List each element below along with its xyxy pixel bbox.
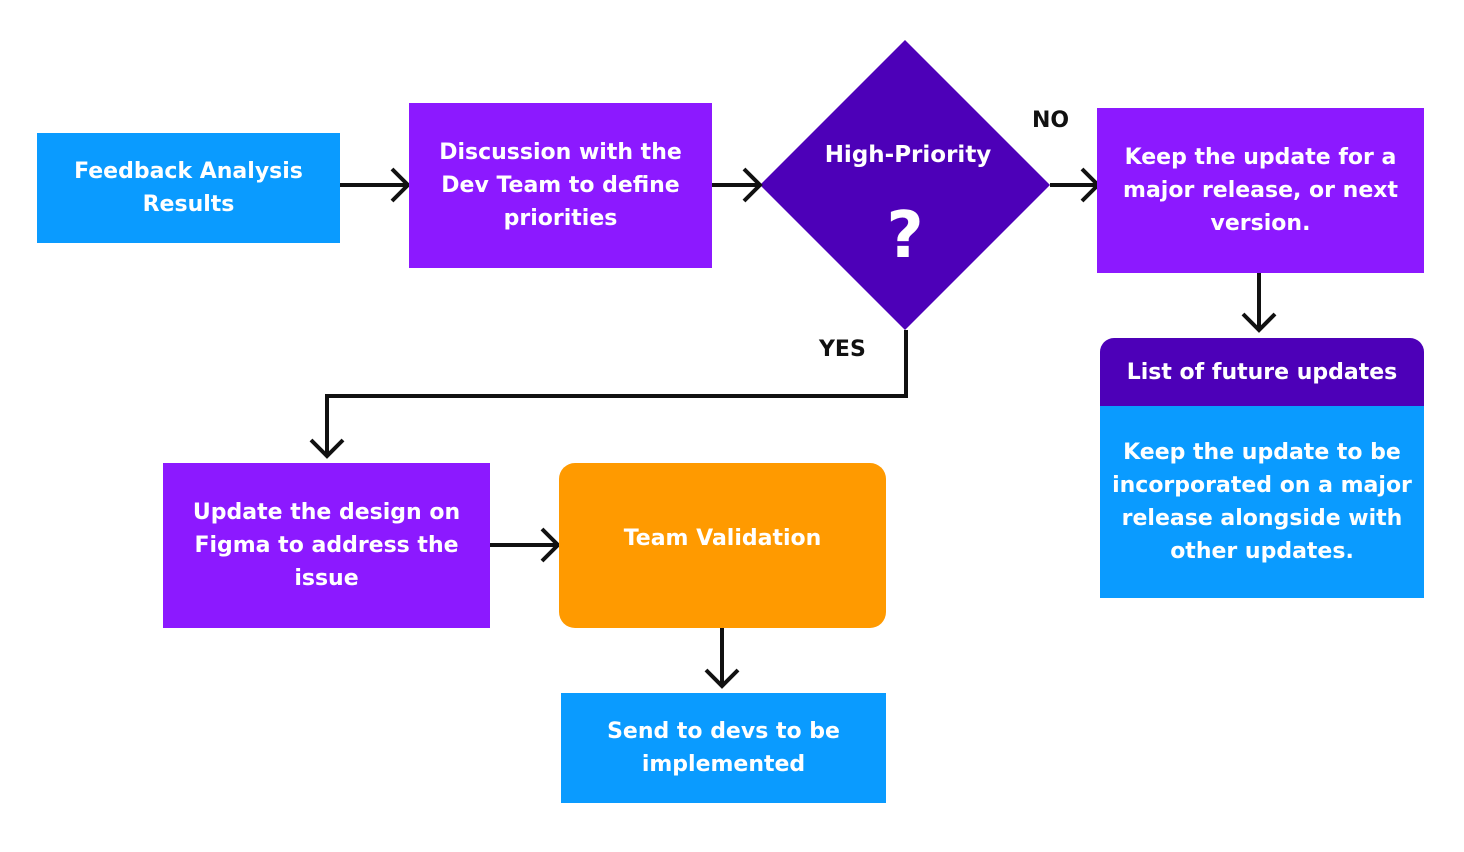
node-update-design-figma: Update the design on Figma to address th… <box>163 463 490 628</box>
arrow-decision-no <box>1050 167 1101 203</box>
decision-title: High-Priority <box>824 142 992 168</box>
decision-diamond <box>760 40 1050 330</box>
branch-label-no: NO <box>1032 108 1070 133</box>
arrow-feedback-to-discussion <box>340 167 411 203</box>
future-updates-card: List of future updates Keep the update t… <box>1100 338 1424 598</box>
branch-label-yes: YES <box>819 337 866 362</box>
arrow-validation-to-devs <box>704 628 740 689</box>
node-send-to-devs: Send to devs to be implemented <box>561 693 886 803</box>
node-feedback-analysis: Feedback Analysis Results <box>37 133 340 243</box>
arrow-design-to-validation <box>490 527 561 563</box>
arrow-decision-yes <box>309 330 908 459</box>
future-updates-card-title: List of future updates <box>1100 338 1424 406</box>
node-dev-team-discussion: Discussion with the Dev Team to define p… <box>409 103 712 268</box>
node-keep-update-major-release: Keep the update for a major release, or … <box>1097 108 1424 273</box>
node-team-validation: Team Validation <box>559 463 886 628</box>
future-updates-card-body: Keep the update to be incorporated on a … <box>1100 406 1424 598</box>
arrow-keep-to-future-list <box>1241 273 1277 333</box>
decision-question-mark: ? <box>886 199 924 273</box>
arrow-discussion-to-decision <box>712 167 763 203</box>
